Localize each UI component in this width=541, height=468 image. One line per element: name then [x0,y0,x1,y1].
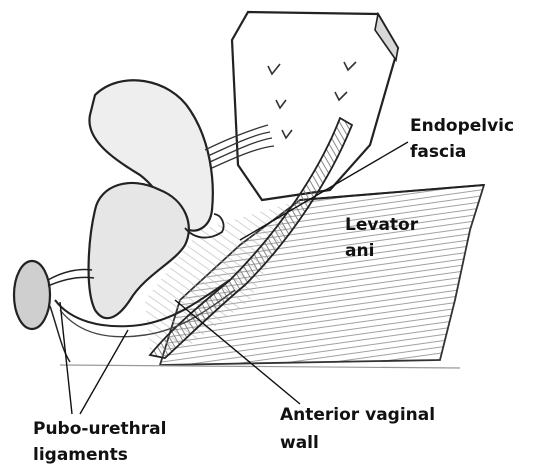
leader-pubo-1 [60,302,72,414]
label-endopelvic-fascia-line1: Endopelvic [410,116,514,137]
leader-pubo-2 [80,330,128,414]
pubic-bone [14,261,50,329]
label-endopelvic-fascia-line2: fascia [410,142,466,163]
baseline [60,365,460,368]
label-anterior-vaginal-wall-line1: Anterior vaginal [280,405,435,426]
label-anterior-vaginal-wall-line2: wall [280,433,319,454]
label-pubo-urethral-ligaments-line2: ligaments [33,445,128,466]
pubo-urethral-ligaments [48,269,94,362]
label-levator-ani-line1: Levator [345,215,418,236]
label-pubo-urethral-ligaments-line1: Pubo-urethral [33,419,166,440]
label-levator-ani-line2: ani [345,241,374,262]
